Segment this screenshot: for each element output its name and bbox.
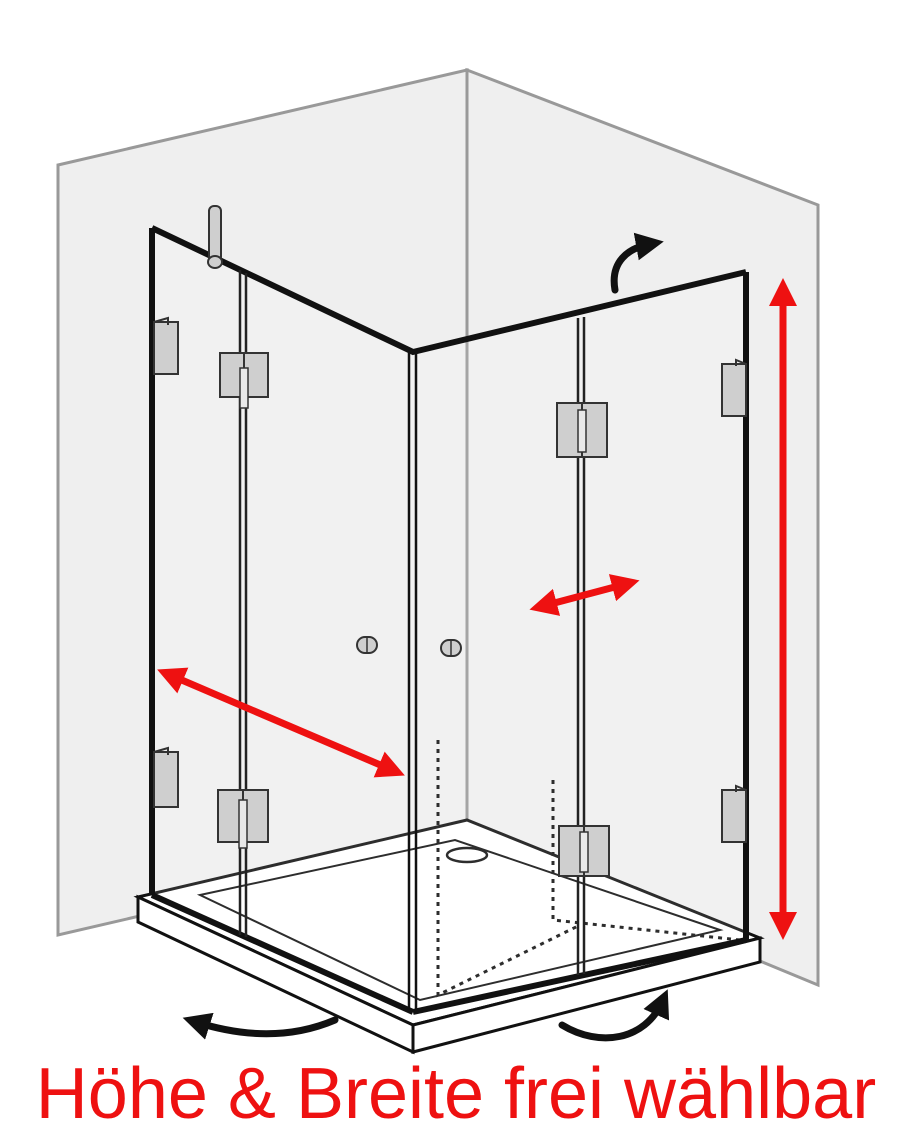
- corner-post: [407, 352, 418, 1010]
- glass-enclosure: [149, 225, 749, 1015]
- frame-bottom-side: [412, 937, 747, 1015]
- door-swing-paths: [436, 740, 741, 998]
- dimension-arrows: [157, 278, 797, 940]
- wall-bracket-icon: [721, 358, 747, 417]
- right-wall: [465, 67, 820, 988]
- door-knob-icon: [440, 639, 462, 657]
- wall-bracket-icon: [153, 746, 179, 808]
- drain-icon: [445, 846, 489, 864]
- swing-path-front: [436, 740, 581, 998]
- swing-path-side: [551, 780, 741, 942]
- hinge-icon: [217, 789, 269, 849]
- caption-text: Höhe & Breite frei wählbar: [35, 1054, 877, 1134]
- pivot-arrow-bottom-right-icon: [558, 989, 670, 1042]
- pivot-arrow-top-icon: [610, 232, 664, 294]
- wall-bracket-icon: [721, 784, 747, 843]
- pivot-arrow-bottom-left-icon: [182, 1012, 339, 1040]
- side-width-double-arrow-icon: [529, 574, 640, 616]
- hinge-icon: [556, 402, 608, 458]
- tray-front-right: [411, 936, 762, 1054]
- wall-bracket-icon: [153, 316, 179, 375]
- shower-pipe-icon: [207, 205, 223, 269]
- shower-tray: [133, 818, 765, 1055]
- pivot-arrows: [182, 232, 670, 1042]
- frame-top: [150, 225, 747, 356]
- hinge-icon: [219, 352, 269, 409]
- door-knob-icon: [356, 636, 378, 654]
- tray-inner-basin: [196, 838, 724, 1002]
- front-width-double-arrow-icon: [157, 667, 405, 778]
- front-glass-panel: [152, 230, 413, 1010]
- hinge-icon: [558, 825, 610, 877]
- frame-bottom-front: [150, 892, 415, 1015]
